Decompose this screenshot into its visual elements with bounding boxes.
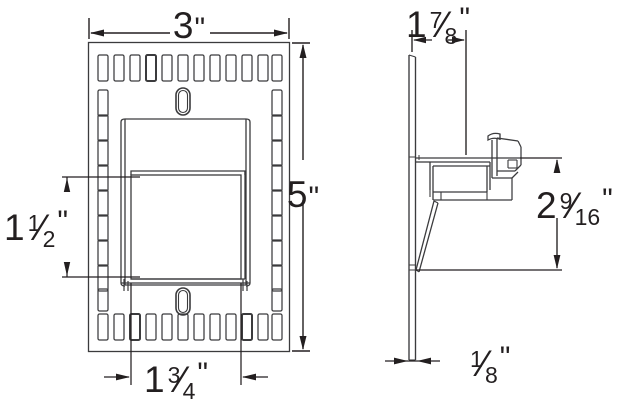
dim-1_8-numerator: 1 — [470, 346, 483, 372]
arrowheads-29_16 — [553, 159, 561, 269]
arrowheads-17_8 — [413, 36, 465, 44]
dim-17_8-numerator: 7 — [430, 7, 443, 33]
dim-29_16-numerator: 9 — [560, 188, 573, 214]
dim-1half-inchmark: " — [57, 205, 68, 238]
perforation-column-left — [97, 89, 109, 312]
perforation-row-top — [97, 54, 283, 82]
dim-1_8-denominator: 8 — [485, 362, 498, 388]
light-aperture — [130, 170, 246, 280]
arrowheads-3in — [90, 29, 288, 37]
dim-17_8-denominator: 8 — [445, 23, 458, 49]
dim-17_8-inchmark: " — [459, 2, 470, 35]
dim-5in-inchmark: " — [308, 181, 319, 214]
dimension-label-3in[interactable]: 3" — [173, 5, 205, 46]
perforation-row-bottom — [97, 313, 283, 341]
arrowheads-1eighth — [394, 357, 431, 365]
dim-1tq-numerator: 3 — [168, 362, 181, 388]
dim-1half-numerator: 1 — [28, 210, 41, 236]
dim-1_8-inchmark: " — [500, 341, 511, 374]
arrowhead-top — [553, 159, 561, 173]
arrowhead-bottom — [63, 262, 71, 276]
dimension-3in-text: 3" — [173, 5, 205, 46]
arrowhead-left — [413, 36, 426, 44]
dim-17_8-whole: 1 — [406, 4, 427, 45]
arrowhead-left — [90, 29, 104, 37]
dimension-5in-text: 5" — [287, 174, 319, 215]
lamp-socket-detail — [487, 132, 522, 179]
arrowhead-left — [116, 373, 130, 381]
arrowhead-bottom — [553, 255, 561, 269]
perforation-column-right — [271, 89, 283, 312]
front-dimension-5in-lines — [292, 42, 310, 352]
diagonal-support-brace — [415, 200, 439, 273]
arrowhead-right — [242, 373, 256, 381]
side-mounting-plate — [408, 54, 417, 361]
arrowhead-right — [274, 29, 288, 37]
dim-1tq-whole: 1 — [144, 359, 165, 400]
oval-screw-hole-bottom — [175, 287, 191, 316]
housing-body — [416, 161, 491, 193]
front-plate-outline — [87, 41, 291, 353]
dim-3in-inchmark: " — [194, 12, 205, 45]
dim-29_16-denominator: 16 — [575, 204, 601, 230]
dim-3in-whole: 3 — [173, 5, 194, 46]
faceplate-corner-ticks — [123, 279, 248, 291]
arrowheads-1half — [63, 178, 71, 276]
arrowhead-right — [452, 36, 465, 44]
dim-1tq-denominator: 4 — [183, 378, 196, 404]
dim-1half-denominator: 2 — [43, 226, 56, 252]
dim-1half-whole: 1 — [4, 207, 25, 248]
front-elevation-view — [87, 41, 291, 353]
arrowheads-5in — [299, 44, 307, 350]
arrowhead-top — [299, 44, 307, 58]
arrowhead-right — [417, 357, 431, 365]
housing-bottom-lip — [429, 178, 513, 201]
dimension-label-5in[interactable]: 5" — [287, 174, 319, 215]
dim-5in-whole: 5 — [287, 174, 308, 215]
arrowheads-1tq — [116, 373, 256, 381]
dim-1tq-inchmark: " — [197, 357, 208, 390]
side-elevation-view — [408, 54, 522, 361]
arrowhead-top — [63, 178, 71, 192]
arrowhead-bottom — [299, 336, 307, 350]
dim-29_16-inchmark: " — [602, 183, 613, 216]
oval-screw-hole-top — [175, 87, 191, 116]
dim-29_16-whole: 2 — [536, 185, 557, 226]
arrowhead-left — [394, 357, 408, 365]
